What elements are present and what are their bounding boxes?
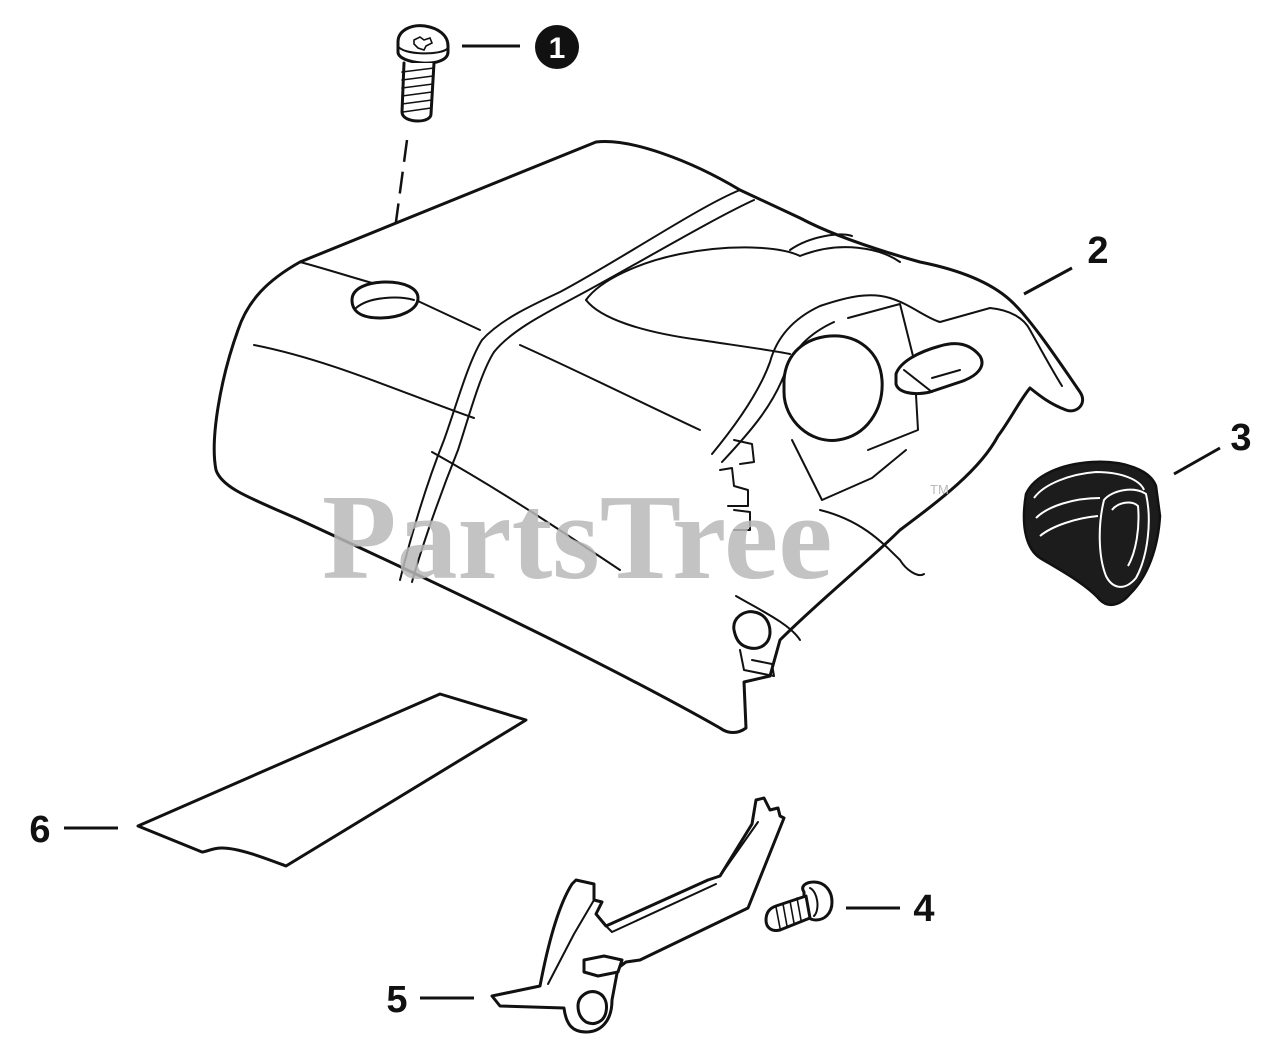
cover-air-port: [782, 303, 919, 501]
callout-2-label: 2: [1087, 230, 1108, 272]
part-5-bracket[interactable]: [490, 796, 786, 1034]
callout-3[interactable]: 3: [1173, 417, 1252, 476]
part-3-intake-boot[interactable]: [1022, 460, 1162, 607]
watermark-tm: TM: [930, 482, 949, 497]
callout-4[interactable]: 4: [846, 888, 935, 930]
callout-6[interactable]: 6: [29, 809, 118, 851]
part-6-filter-sheet[interactable]: [136, 692, 528, 868]
callout-1-label: 1: [549, 32, 566, 65]
cover-latch-tab: [894, 342, 984, 396]
callout-2[interactable]: 2: [1023, 230, 1109, 296]
callout-3-label: 3: [1230, 417, 1251, 459]
part-2-cover[interactable]: [212, 140, 1085, 734]
callout-1-badge: [535, 25, 579, 69]
part-4-screw[interactable]: [764, 880, 834, 932]
watermark-text: PartsTree: [322, 470, 832, 605]
callout-5-label: 5: [386, 979, 407, 1021]
callout-1[interactable]: 1: [462, 25, 579, 69]
callout-4-label: 4: [913, 888, 934, 930]
callout-5[interactable]: 5: [386, 979, 474, 1021]
watermark: PartsTree TM: [322, 470, 949, 605]
callout-6-label: 6: [29, 809, 50, 851]
part-1-screw[interactable]: [396, 24, 450, 123]
cover-screw-hole: [350, 280, 420, 320]
